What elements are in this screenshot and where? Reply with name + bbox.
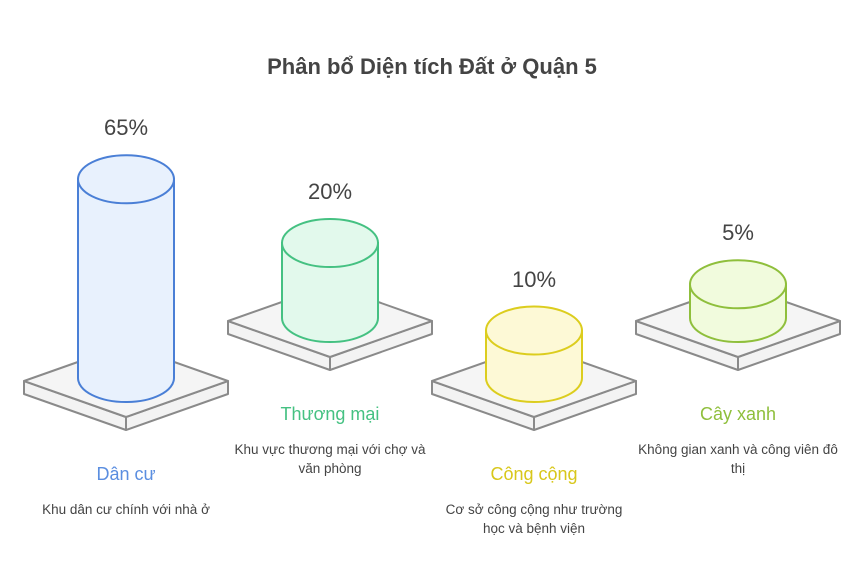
cylinder-body	[77, 178, 175, 403]
value-label-thuong-mai: 20%	[307, 179, 353, 204]
value-label-cay-xanh: 5%	[722, 220, 754, 246]
description-dan-cu: Khu dân cư chính với nhà ở	[42, 502, 210, 517]
cylinder-top	[281, 218, 379, 268]
cylinder-top	[485, 305, 583, 356]
description-thuong-mai: Khu vực thương mại với chợ và văn phòng	[234, 442, 426, 476]
category-label-dan-cu: Dân cư	[96, 464, 156, 484]
category-label-thuong-mai: Thương mại	[280, 404, 380, 424]
cylinder-top	[77, 154, 175, 205]
chart-title: Phân bổ Diện tích Đất ở Quận 5	[267, 54, 597, 79]
value-label-dan-cu: 65%	[103, 115, 149, 141]
category-label-cay-xanh: Cây xanh	[699, 404, 777, 424]
cylinder-top	[689, 259, 787, 310]
value-label-cong-cong: 10%	[511, 266, 557, 292]
description-cong-cong: Cơ sở công cộng như trường học và bệnh v…	[445, 502, 623, 536]
category-label-cong-cong: Công cộng	[490, 464, 578, 484]
description-cay-xanh: Không gian xanh và công viên đô thị	[638, 442, 838, 476]
cylinder-body	[281, 242, 379, 343]
